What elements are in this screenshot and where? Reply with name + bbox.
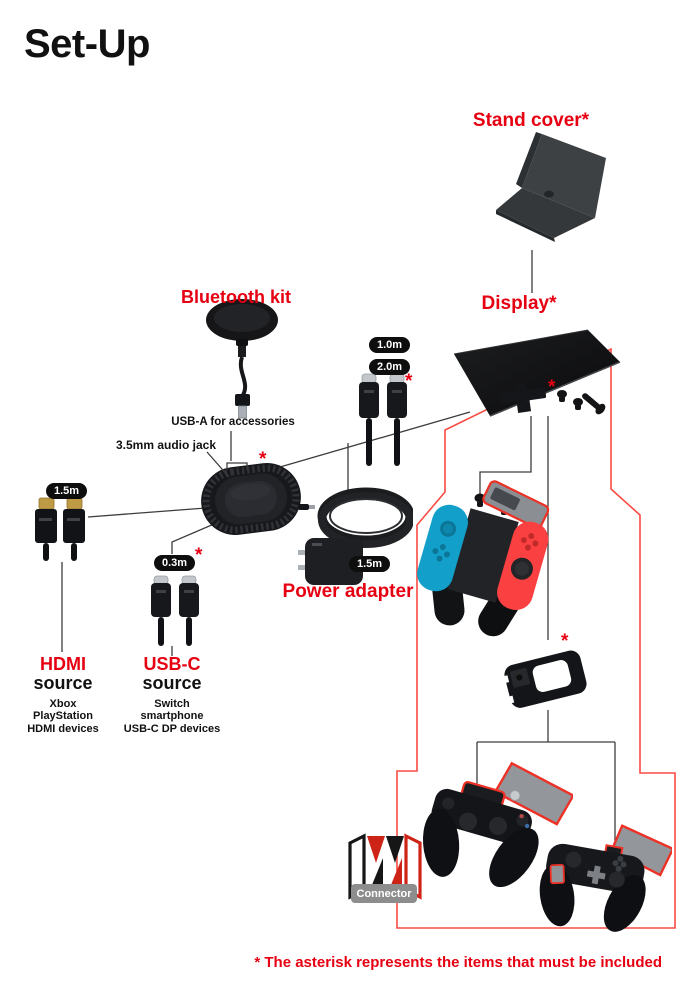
connector-badge-label: Connector bbox=[356, 887, 412, 900]
usba-note-label: USB-A for accessories bbox=[171, 416, 295, 428]
main-device-image bbox=[201, 463, 301, 535]
mount-plate-image bbox=[502, 650, 587, 708]
asterisk-plate: * bbox=[561, 631, 569, 652]
line-hdmi-device bbox=[87, 507, 207, 518]
asterisk-usbc-short: * bbox=[195, 545, 203, 566]
badge-usbc-2m: 2.0m bbox=[369, 359, 411, 375]
badge-usbc-0-3m: 0.3m bbox=[154, 555, 196, 571]
usbc-long-cable-image bbox=[359, 373, 407, 466]
line-display-device bbox=[279, 411, 471, 468]
badge-hdmi-1-5m: 1.5m bbox=[46, 483, 88, 499]
usbc-short-cable-image bbox=[151, 575, 199, 646]
joycon-grip-image bbox=[417, 480, 550, 637]
usbc-device-item: Switch bbox=[154, 697, 190, 710]
usbc-device-item: USB-C DP devices bbox=[123, 722, 221, 735]
ps4-controller-image bbox=[422, 761, 573, 888]
hdmi-cable-image bbox=[35, 497, 85, 561]
usbc-source-subtitle: source bbox=[142, 672, 202, 693]
bluetooth-kit-label: Bluetooth kit bbox=[181, 287, 291, 307]
power-adapter-label: Power adapter bbox=[282, 581, 414, 602]
stand-cover-image bbox=[496, 132, 606, 242]
bracket-image bbox=[499, 382, 547, 413]
hdmi-source-subtitle: source bbox=[33, 672, 93, 693]
asterisk-main-device: * bbox=[259, 449, 267, 470]
badge-power-1-5m: 1.5m bbox=[349, 556, 391, 572]
power-adapter-image bbox=[298, 487, 413, 585]
asterisk-usbc-long: * bbox=[405, 371, 413, 392]
asterisk-bracket: * bbox=[548, 377, 556, 398]
hdmi-source-title: HDMI bbox=[40, 654, 86, 674]
screws-image bbox=[557, 390, 606, 415]
page-title: Set-Up bbox=[24, 22, 150, 66]
audio-jack-label: 3.5mm audio jack bbox=[115, 438, 217, 452]
hdmi-device-item: Xbox bbox=[49, 697, 77, 710]
line-device-usbc-short bbox=[171, 523, 215, 554]
hdmi-device-item: PlayStation bbox=[33, 710, 93, 723]
required-items-outline bbox=[396, 347, 676, 929]
usbc-source-title: USB-C bbox=[143, 654, 201, 674]
hdmi-source-block: HDMI source Xbox PlayStation HDMI device… bbox=[27, 655, 99, 735]
stand-cover-label: Stand cover* bbox=[472, 110, 590, 131]
line-bracket-joycon bbox=[479, 416, 532, 498]
hdmi-device-item: HDMI devices bbox=[27, 722, 99, 735]
badge-usbc-1m: 1.0m bbox=[369, 337, 411, 353]
display-label: Display* bbox=[481, 293, 557, 314]
xbox-controller-image bbox=[539, 824, 672, 932]
footnote: * The asterisk represents the items that… bbox=[254, 954, 662, 971]
usbc-source-block: USB-C source Switch smartphone USB-C DP … bbox=[124, 655, 220, 735]
connector-badge: Connector bbox=[351, 884, 417, 903]
bluetooth-kit-image bbox=[206, 299, 278, 419]
usbc-device-item: smartphone bbox=[140, 710, 204, 723]
display-image bbox=[453, 329, 621, 417]
